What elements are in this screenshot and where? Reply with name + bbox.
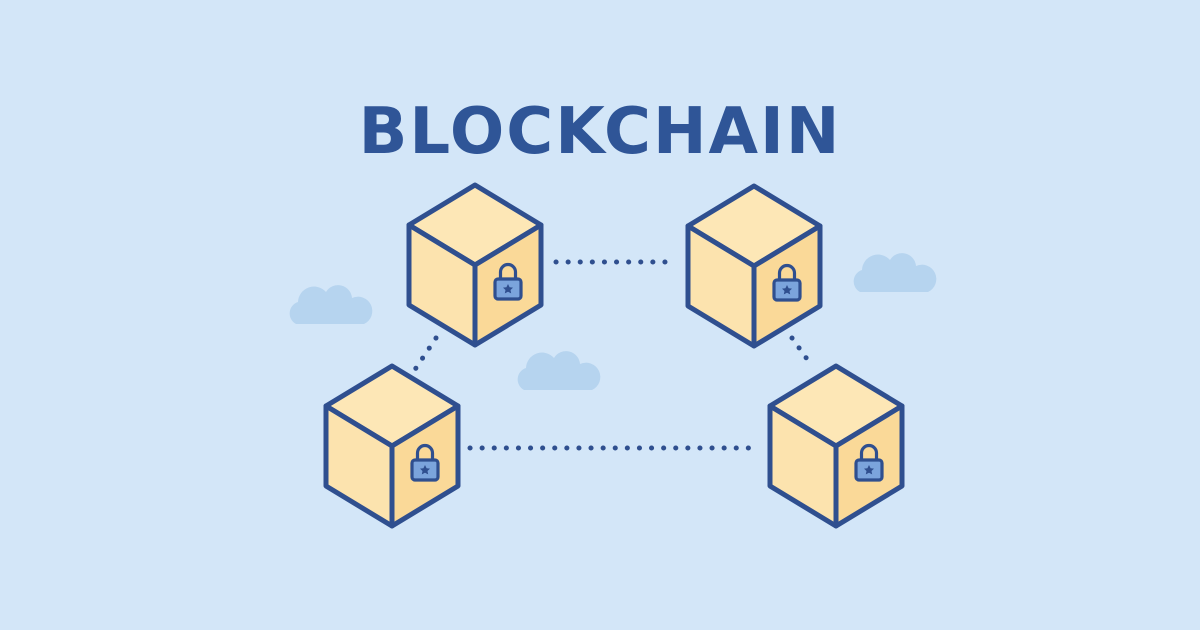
cloud-icon [289, 285, 373, 324]
block-top-left [409, 185, 541, 345]
block-bottom-left [326, 366, 458, 526]
block-top-right [688, 186, 820, 346]
page-title: BLOCKCHAIN [358, 95, 842, 169]
connector-right [789, 335, 815, 369]
block-bottom-right [770, 366, 902, 526]
cloud-icon [853, 253, 937, 292]
cloud-icon [517, 351, 601, 390]
connector-left [409, 335, 439, 377]
